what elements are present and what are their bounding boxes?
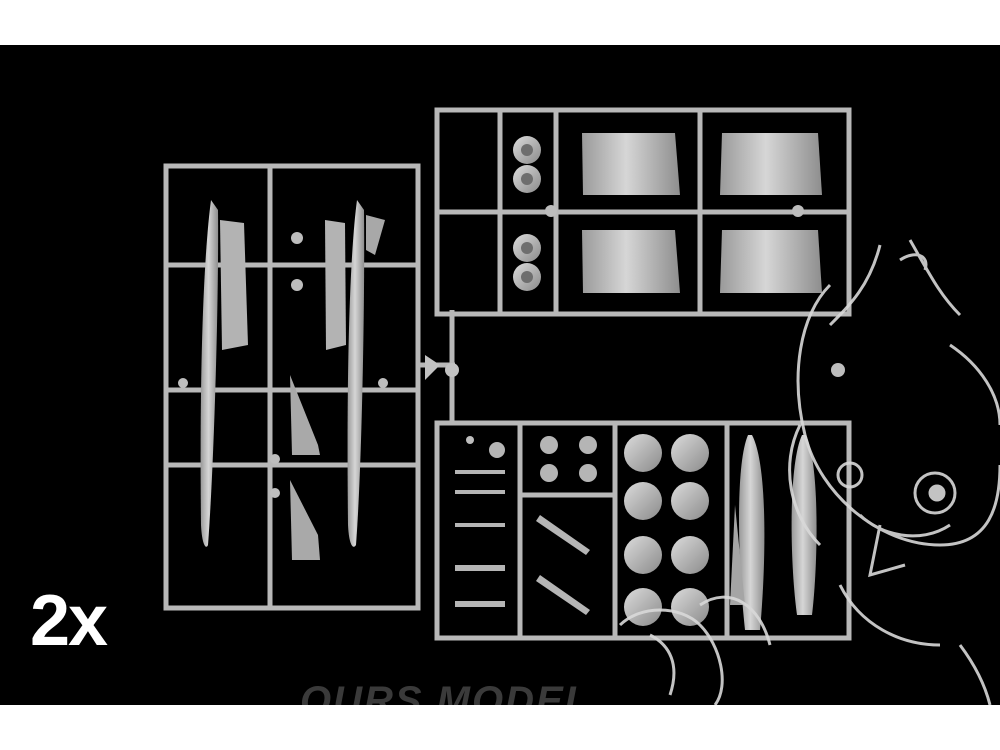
sprue-scene (163, 107, 1000, 705)
quantity-label: 2x (30, 581, 108, 661)
wheels (624, 434, 709, 626)
fuselage-half-left (200, 200, 248, 547)
wing-part-lower (290, 480, 320, 560)
small-parts-left (178, 232, 388, 498)
engine-intakes (513, 136, 541, 291)
small-parts-right (466, 205, 845, 444)
fuselage-half-right (325, 200, 385, 547)
landing-gear-parts (455, 436, 597, 615)
mascot-watermark (618, 239, 1000, 705)
fuel-tanks (730, 435, 817, 630)
sprue-connector (418, 310, 459, 425)
product-photo: 2x OURS MODEL (0, 45, 1000, 705)
wing-part-upper (290, 375, 320, 455)
sprue-frame-bottom-right (434, 420, 852, 641)
engine-nacelles (582, 133, 822, 293)
watermark-text: OURS MODEL (300, 679, 592, 705)
